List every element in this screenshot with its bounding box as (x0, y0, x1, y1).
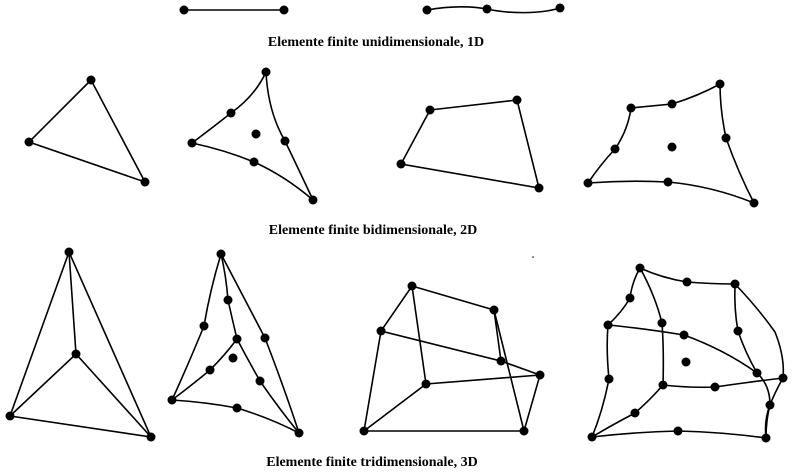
element-1d-quadratic (422, 3, 565, 15)
element-3d-hexahedron-linear (359, 281, 545, 436)
caption-1d: Elemente finite unidimensionale, 1D (268, 35, 484, 50)
element-3d-tetrahedron-quadratic (167, 249, 304, 438)
element-1d-linear (179, 5, 289, 15)
caption-3d: Elemente finite tridimensionale, 3D (266, 455, 478, 470)
caption-2d: Elemente finite bidimensionale, 2D (269, 223, 477, 238)
element-3d-hexahedron-quadratic (587, 263, 788, 443)
element-2d-triangle-quadratic (187, 67, 318, 205)
element-2d-quad-quadratic (583, 79, 759, 208)
element-2d-quad-linear (396, 95, 544, 193)
element-3d-tetrahedron-linear (5, 247, 156, 442)
element-2d-triangle-linear (24, 75, 150, 187)
